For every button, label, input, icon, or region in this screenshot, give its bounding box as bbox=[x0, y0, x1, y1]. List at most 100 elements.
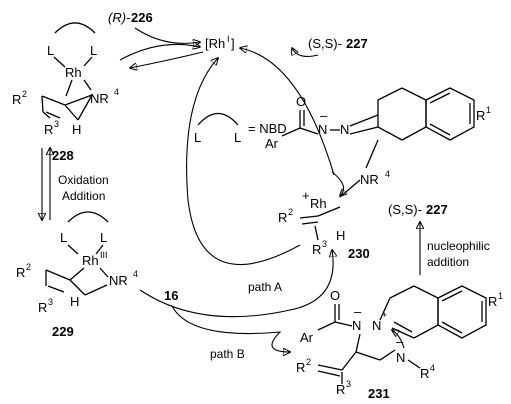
r1-atom-231: R bbox=[488, 294, 497, 309]
addition-label-right: addition bbox=[427, 255, 469, 269]
oxidation-label: Oxidation bbox=[58, 173, 109, 187]
r3-superscript-229: 3 bbox=[48, 297, 53, 307]
rh-iii-superscript: III bbox=[100, 250, 108, 260]
r3-atom-229: R bbox=[38, 300, 47, 315]
r1-superscript-231: 1 bbox=[498, 291, 503, 301]
bond-alkene-2 bbox=[301, 221, 319, 225]
arrow-226-to-rh bbox=[134, 27, 200, 43]
nbd-definition-arc bbox=[197, 112, 239, 126]
n-minus-atom-231: N bbox=[352, 318, 361, 333]
path-b-label: path B bbox=[210, 347, 245, 361]
benzene-inner-1 bbox=[429, 92, 451, 104]
arrow-attack-231 bbox=[392, 330, 405, 349]
thiq-bond-6 bbox=[377, 126, 403, 141]
bond-l-rh-2 bbox=[83, 56, 93, 67]
label-228: 228 bbox=[52, 148, 74, 163]
ss227b-number: 227 bbox=[426, 202, 448, 217]
r3-atom-231: R bbox=[336, 382, 345, 397]
arrow-228-to-rh bbox=[119, 44, 200, 61]
nr4-atom-230: NR bbox=[360, 172, 379, 187]
nr4-superscript-229: 4 bbox=[133, 269, 138, 279]
bond-l-rh-229 bbox=[67, 244, 79, 255]
o-atom-231: O bbox=[330, 288, 340, 303]
aziridine-bond-2 bbox=[64, 104, 79, 121]
r4-superscript-231: 4 bbox=[430, 363, 435, 373]
r3-atom: R bbox=[44, 122, 53, 137]
vinyl-bond-1 bbox=[41, 95, 66, 106]
side-chain-bond bbox=[365, 139, 379, 169]
n-minus-charge-231-side: – bbox=[396, 334, 404, 349]
bond-ch2-n bbox=[339, 179, 361, 198]
nr4-atom-229: NR bbox=[109, 273, 128, 288]
compound-229: L L Rh III NR 4 R 2 R 3 H 229 bbox=[16, 211, 138, 339]
r3-atom-230: R bbox=[312, 242, 321, 257]
o-atom-230: O bbox=[296, 94, 306, 109]
rh-atom: Rh bbox=[65, 65, 82, 80]
compound-230: R 1 N N – O Ar NR 4 + Rh R 2 R 3 H 230 bbox=[265, 87, 491, 261]
nbd-definition-l2: L bbox=[234, 130, 241, 145]
nbd-definition-text: = NBD bbox=[248, 121, 287, 136]
arrow-cycle-inner bbox=[186, 58, 301, 266]
nr4-superscript-230: 4 bbox=[385, 169, 390, 179]
ring-bond-1 bbox=[69, 267, 85, 281]
n-atom-230-ring: N bbox=[340, 122, 349, 137]
n-minus-charge-231: – bbox=[354, 304, 362, 319]
ring-231-bond-4 bbox=[413, 324, 439, 339]
label-230: 230 bbox=[348, 246, 370, 261]
ring-bond-2 bbox=[69, 279, 86, 296]
nbd-arc-229 bbox=[67, 211, 109, 223]
ring-bond-4 bbox=[99, 267, 109, 278]
compound-r-226-label: (R)- 226 bbox=[108, 10, 153, 25]
ligand-l-229-right: L bbox=[100, 230, 107, 245]
vinyl-bond-2 bbox=[41, 95, 44, 113]
r2-superscript-230: 2 bbox=[288, 207, 293, 217]
nr4-superscript: 4 bbox=[114, 87, 119, 97]
r3-superscript-231: 3 bbox=[346, 379, 351, 389]
label-16: 16 bbox=[164, 288, 178, 303]
arrow-release-227 bbox=[292, 48, 319, 57]
n-minus-charge-230: – bbox=[320, 108, 328, 123]
nucleophilic-label: nucleophilic bbox=[427, 239, 490, 253]
bond-co-n-231 bbox=[334, 321, 353, 327]
bond-alkene-1 bbox=[299, 215, 319, 219]
thiq-bond-2 bbox=[377, 87, 403, 101]
h-atom-230: H bbox=[336, 228, 345, 243]
arrow-230-to-rh bbox=[240, 48, 335, 176]
nbd-definition: L L = NBD bbox=[194, 112, 287, 145]
nbd-arc-228 bbox=[54, 22, 96, 34]
n-plus-atom-231: N bbox=[372, 318, 381, 333]
vinyl-bond-229 bbox=[45, 269, 71, 281]
n-minus-atom-230: N bbox=[318, 122, 327, 137]
ring-231-bond-5-double bbox=[393, 321, 413, 333]
label-229: 229 bbox=[52, 324, 74, 339]
bond-ar-co bbox=[281, 127, 301, 137]
compound-231: R 1 N + N – O Ar N – R 4 R 2 R 3 231 bbox=[296, 285, 503, 401]
bond-ch-vinyl-231 bbox=[341, 351, 357, 371]
arrow-path-b bbox=[171, 305, 290, 352]
ring-231-bond-1 bbox=[389, 285, 415, 299]
r2-superscript-229: 2 bbox=[26, 262, 31, 272]
r2-superscript-231: 2 bbox=[306, 357, 311, 367]
arrow-attack-230 bbox=[331, 171, 344, 196]
bond-rh-n bbox=[83, 79, 92, 91]
benzene-ring-230 bbox=[425, 87, 475, 141]
r2-atom: R bbox=[12, 92, 21, 107]
addition-label: Addition bbox=[62, 189, 105, 203]
r1-atom-230: R bbox=[476, 108, 485, 123]
path-a-label: path A bbox=[248, 280, 282, 294]
arrow-path-a bbox=[139, 250, 333, 318]
ring-bond-3 bbox=[84, 284, 108, 296]
vinyl-double-bond bbox=[45, 111, 61, 119]
h-atom-229: H bbox=[70, 294, 79, 309]
ar-atom-230: Ar bbox=[265, 136, 279, 151]
benzene-ring-231 bbox=[437, 285, 487, 339]
nr4-atom: NR bbox=[90, 91, 109, 106]
benzene-231-inner-3 bbox=[441, 321, 463, 334]
r2-atom-229: R bbox=[16, 265, 25, 280]
compound-ss-227-top-label: (S,S)- 227 bbox=[308, 36, 368, 51]
ring-231-bond-6 bbox=[379, 297, 391, 321]
rh-i-bracket: ] bbox=[231, 36, 235, 51]
rh-atom-230: Rh bbox=[310, 196, 327, 211]
bond-ch-ch2-231 bbox=[355, 351, 381, 361]
bond-n-r4-231 bbox=[407, 359, 421, 369]
